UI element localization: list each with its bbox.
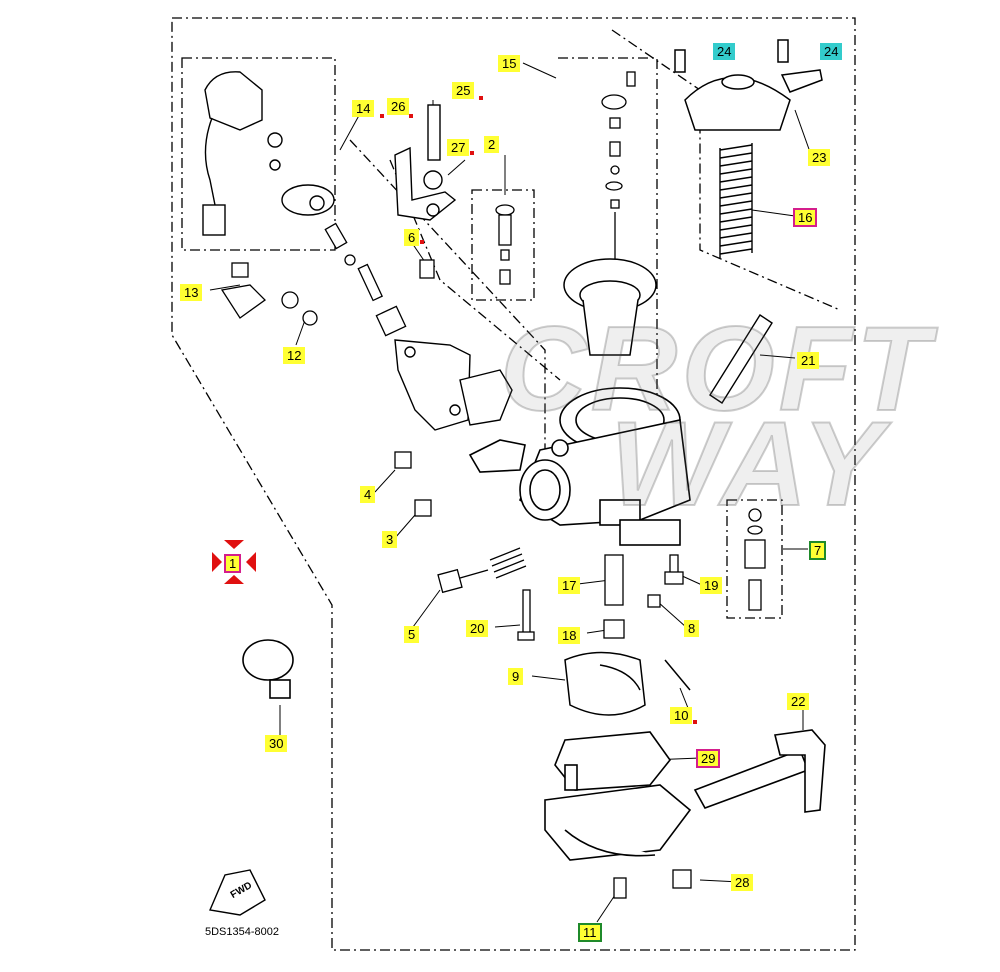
callout-10[interactable]: 10: [670, 707, 693, 724]
red-dot-marker: [693, 720, 697, 724]
hose-clamp-30: [242, 639, 294, 699]
leader-lines: [209, 62, 811, 923]
callout-14[interactable]: 14: [352, 100, 375, 117]
jet-assembly-2: [495, 204, 515, 285]
callout-29[interactable]: 29: [696, 749, 721, 768]
piston-spring: [719, 143, 753, 258]
callout-21[interactable]: 21: [797, 352, 820, 369]
callout-16[interactable]: 16: [793, 208, 818, 227]
callout-9[interactable]: 9: [508, 668, 524, 685]
callout-6[interactable]: 6: [404, 229, 420, 246]
callout-7[interactable]: 7: [809, 541, 827, 560]
jet-pieces: [517, 554, 684, 641]
callout-20[interactable]: 20: [466, 620, 489, 637]
red-dot-marker: [470, 151, 474, 155]
callout-2[interactable]: 2: [484, 136, 500, 153]
callout-17[interactable]: 17: [558, 577, 581, 594]
callout-18[interactable]: 18: [558, 627, 581, 644]
bracket-plate: [394, 339, 513, 431]
callout-15[interactable]: 15: [498, 55, 521, 72]
breather-pipe-21: [709, 314, 773, 404]
callout-12[interactable]: 12: [283, 347, 306, 364]
idle-adjust-bracket: [394, 104, 457, 221]
fwd-arrow: [209, 869, 266, 916]
carburetor-body: [468, 387, 691, 546]
callout-8[interactable]: 8: [684, 620, 700, 637]
carb-top-cap: [674, 39, 823, 131]
callout-25[interactable]: 25: [452, 82, 475, 99]
idle-screw-5: [437, 547, 527, 594]
float-9: [564, 651, 691, 716]
callout-26[interactable]: 26: [387, 98, 410, 115]
red-dot-marker: [420, 240, 424, 244]
jet-needle-stack: [601, 71, 636, 260]
callout-24-left[interactable]: 24: [713, 43, 736, 60]
callout-11[interactable]: 11: [578, 923, 602, 942]
small-parts: [220, 222, 435, 517]
red-dot-marker: [409, 114, 413, 118]
vacuum-piston: [563, 258, 657, 356]
assembly-boundary: [171, 17, 856, 951]
throttle-sensor-assembly: [202, 71, 335, 236]
red-dot-marker: [380, 114, 384, 118]
callout-22[interactable]: 22: [787, 693, 810, 710]
callout-1[interactable]: 1: [224, 554, 242, 573]
callout-4[interactable]: 4: [360, 486, 376, 503]
drain-screws: [613, 869, 692, 899]
watermark-line1: CROFT: [499, 301, 934, 437]
callout-27[interactable]: 27: [447, 139, 470, 156]
callout-28[interactable]: 28: [731, 874, 754, 891]
callout-19[interactable]: 19: [700, 577, 723, 594]
callout-23[interactable]: 23: [808, 149, 831, 166]
red-dot-marker: [479, 96, 483, 100]
callout-30[interactable]: 30: [265, 735, 288, 752]
callout-3[interactable]: 3: [382, 531, 398, 548]
float-bowl: [544, 729, 826, 861]
callout-24-right[interactable]: 24: [820, 43, 843, 60]
callout-5[interactable]: 5: [404, 626, 420, 643]
part-code: 5DS1354-8002: [205, 926, 280, 938]
callout-13[interactable]: 13: [180, 284, 203, 301]
jet-kit-7: [744, 508, 766, 611]
red-marker-arrows: [212, 540, 256, 584]
watermark-line2: WAY: [609, 396, 887, 532]
